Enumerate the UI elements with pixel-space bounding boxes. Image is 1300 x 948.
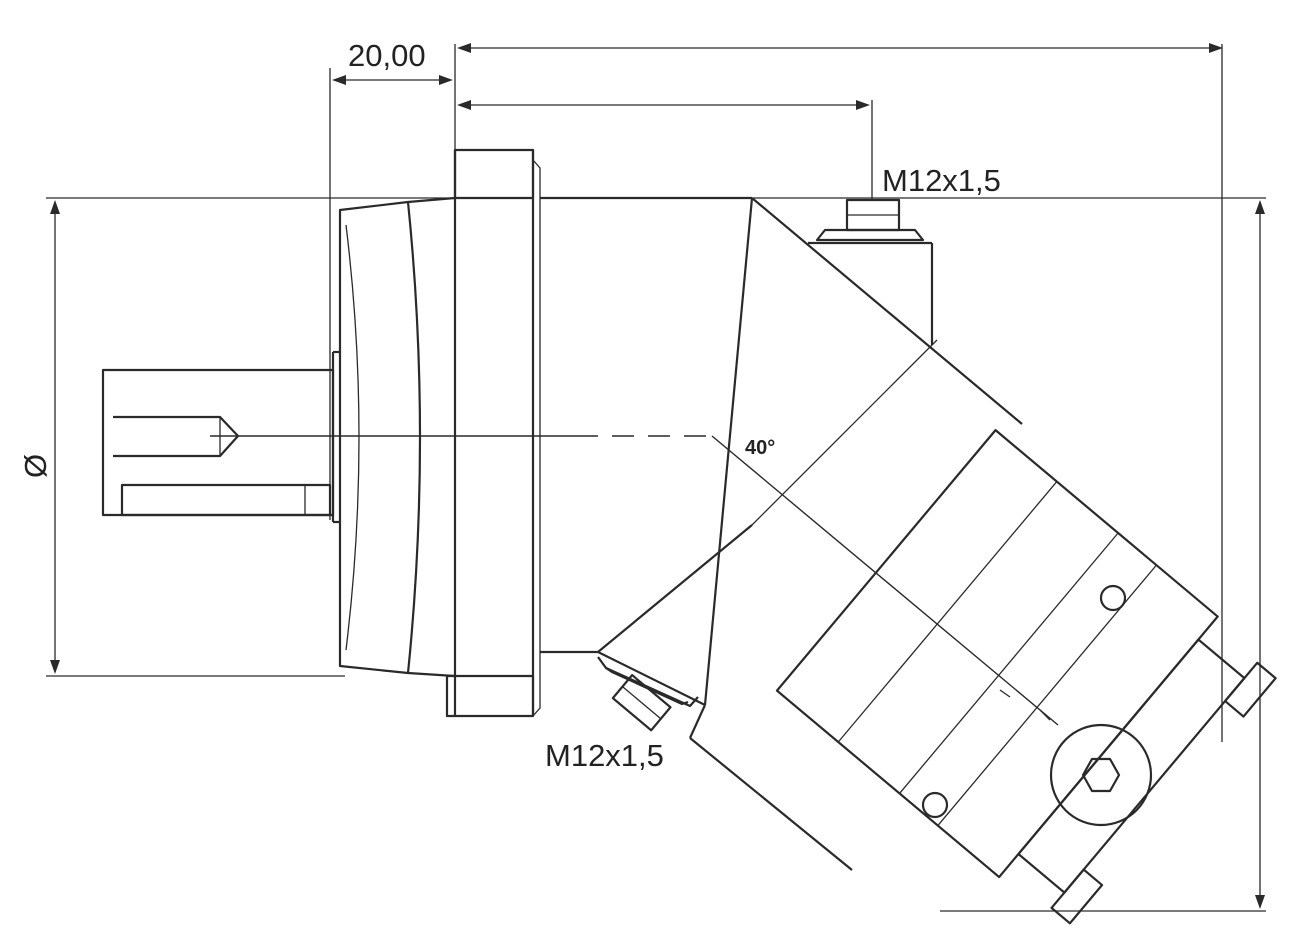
hex-socket-icon	[1081, 757, 1121, 793]
plug-boss	[1049, 723, 1153, 827]
bottom-port-boss	[597, 656, 699, 732]
flange-bottom-lug	[445, 674, 535, 718]
top-port-boss	[808, 198, 934, 345]
shaft-key	[120, 483, 332, 517]
mount-hole-top	[1099, 584, 1127, 612]
dimension-overall-length	[457, 43, 1223, 742]
dimension-overall-height	[540, 197, 1266, 912]
flange-top-lug	[453, 148, 535, 200]
flange-offset-label: 20,00	[348, 38, 426, 73]
diameter-symbol: Ø	[18, 454, 53, 478]
bent-axis-housing	[597, 197, 1277, 925]
front-housing	[331, 148, 752, 718]
center-lines	[210, 435, 1059, 726]
dimension-diameter: Ø	[18, 197, 455, 677]
shaft	[101, 368, 335, 517]
bend-angle-label: 40°	[745, 437, 775, 459]
dimension-flange-offset: 20,00	[329, 38, 456, 520]
mount-hole-bottom	[921, 791, 949, 819]
cylinder-block	[775, 429, 1277, 925]
end-cap	[1017, 638, 1246, 894]
dimension-top-port	[457, 100, 873, 200]
top-port-label: M12x1,5	[882, 163, 1001, 198]
bottom-port-label: M12x1,5	[545, 738, 664, 773]
